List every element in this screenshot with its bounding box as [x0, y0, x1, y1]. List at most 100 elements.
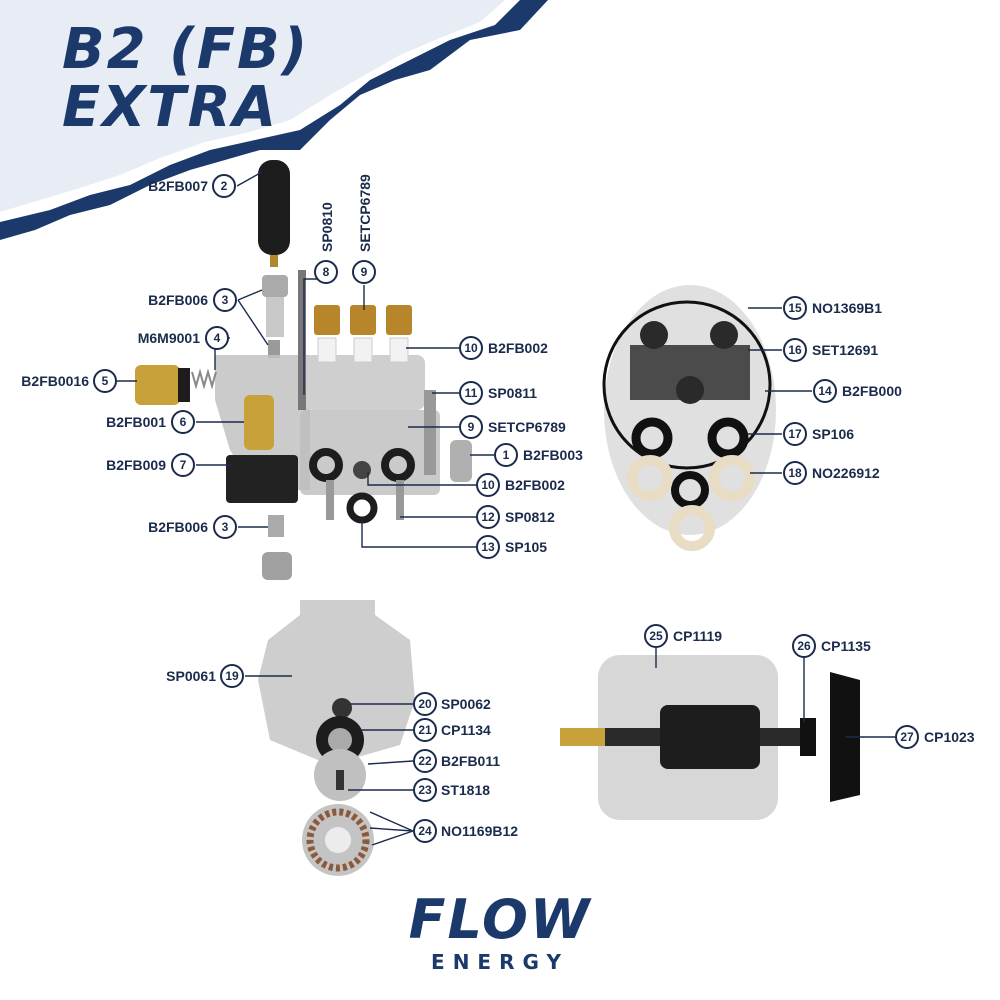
callout-13: 13 SP105 — [476, 535, 547, 559]
pump-head-illustration — [135, 160, 472, 580]
part-code-label: B2FB011 — [441, 753, 500, 769]
part-code-label: M6M9001 — [138, 330, 200, 346]
part-code-label: B2FB009 — [106, 457, 166, 473]
part-code-label: CP1119 — [673, 628, 722, 644]
callout-5: 5 B2FB0016 — [21, 369, 117, 393]
callout-number-circle — [494, 443, 518, 467]
callout-23: 23 ST1818 — [413, 778, 490, 802]
part-code-label: B2FB000 — [842, 383, 902, 399]
callout-number: 21 — [418, 723, 432, 737]
callout-4: 4 M6M9001 — [138, 326, 229, 350]
callout-22: 22 B2FB011 — [413, 749, 500, 773]
callout-number-circle — [314, 260, 338, 284]
callout-number-circle — [205, 326, 229, 350]
callout-number: 13 — [481, 540, 495, 554]
callout-9: 9 SETCP6789 — [459, 415, 566, 439]
callout-number: 16 — [788, 343, 802, 357]
callout-number-circle — [212, 174, 236, 198]
callout-number-circle — [813, 379, 837, 403]
callout-number: 23 — [418, 783, 432, 797]
callout-number: 5 — [102, 374, 109, 388]
callout-number-circle — [476, 505, 500, 529]
callout-number-circle — [783, 338, 807, 362]
callout-number: 10 — [481, 478, 495, 492]
callout-number: 7 — [180, 458, 187, 472]
callout-number-circle — [413, 749, 437, 773]
part-code-label: CP1134 — [441, 722, 491, 738]
callout-number: 14 — [818, 384, 832, 398]
motor-end-shield-illustration — [258, 600, 415, 876]
part-code-label: B2FB0016 — [21, 373, 89, 389]
callout-number: 27 — [900, 730, 914, 744]
callout-number: 25 — [649, 629, 663, 643]
callout-26: 26 CP1135 — [792, 634, 871, 658]
part-code-label: SP0812 — [505, 509, 555, 525]
callout-number: 4 — [214, 331, 221, 345]
callout-number-circle — [895, 725, 919, 749]
valve-kit-illustration — [602, 285, 776, 551]
callout-number-circle — [93, 369, 117, 393]
callout-number: 11 — [465, 386, 478, 400]
title-line-1: B2 (FB) — [62, 17, 310, 82]
title-line-2: EXTRA — [62, 75, 279, 140]
callout-number: 26 — [797, 639, 811, 653]
part-code-label: SETCP6789 — [488, 419, 566, 435]
part-code-label: SP0811 — [488, 385, 537, 401]
part-code-label: SP105 — [505, 539, 547, 555]
callout-number-circle — [792, 634, 816, 658]
callout-number-circle — [352, 260, 376, 284]
part-code-label: ST1818 — [441, 782, 490, 798]
callout-10: 10 B2FB002 — [459, 336, 548, 360]
callout-number: 20 — [418, 697, 432, 711]
part-code-label: CP1135 — [821, 638, 871, 654]
callout-number: 10 — [464, 341, 478, 355]
part-code-label: NO226912 — [812, 465, 880, 481]
callout-number-circle — [459, 336, 483, 360]
callout-27: 27 CP1023 — [895, 725, 975, 749]
callout-number: 9 — [361, 265, 368, 279]
callout-number-circle — [644, 624, 668, 648]
callout-number-circle — [459, 415, 483, 439]
callout-number: 24 — [418, 824, 432, 838]
callout-6: 6 B2FB001 — [106, 410, 195, 434]
part-code-label: CP1023 — [924, 729, 975, 745]
callout-number-circle — [413, 718, 437, 742]
callout-number: 15 — [788, 301, 802, 315]
leader-lines — [117, 171, 895, 846]
part-code-label: B2FB001 — [106, 414, 166, 430]
callout-14: 14 B2FB000 — [813, 379, 902, 403]
callout-number-circle — [413, 692, 437, 716]
callout-number-circle — [476, 535, 500, 559]
part-code-label: SP0062 — [441, 696, 491, 712]
callout-1: 1 B2FB003 — [494, 443, 583, 467]
callout-number-circle — [783, 296, 807, 320]
callouts: 2B2FB0073B2FB0064M6M90015B2FB00166B2FB00… — [21, 174, 975, 843]
callout-number-circle — [213, 288, 237, 312]
callout-number: 12 — [481, 510, 495, 524]
callout-number: 22 — [418, 754, 432, 768]
callout-number: 6 — [180, 415, 187, 429]
callout-number-circle — [413, 819, 437, 843]
callout-number: 19 — [225, 669, 239, 683]
callout-number: 9 — [468, 420, 475, 434]
part-code-label: B2FB007 — [148, 178, 208, 194]
callout-number-circle — [459, 381, 483, 405]
callout-25: 25 CP1119 — [644, 624, 722, 648]
motor-rotor-illustration — [560, 655, 860, 820]
callout-number-circle — [171, 410, 195, 434]
callout-11: 11 SP0811 — [459, 381, 537, 405]
callout-number-circle — [171, 453, 195, 477]
callout-number-circle — [476, 473, 500, 497]
callout-number: 2 — [221, 179, 228, 193]
callout-number: 8 — [323, 265, 330, 279]
callout-number: 3 — [222, 520, 229, 534]
part-code-label: SP106 — [812, 426, 854, 442]
callout-number: 1 — [503, 448, 510, 462]
part-code-label: NO1369B1 — [812, 300, 882, 316]
part-code-label: B2FB002 — [488, 340, 548, 356]
part-code-label: B2FB003 — [523, 447, 583, 463]
